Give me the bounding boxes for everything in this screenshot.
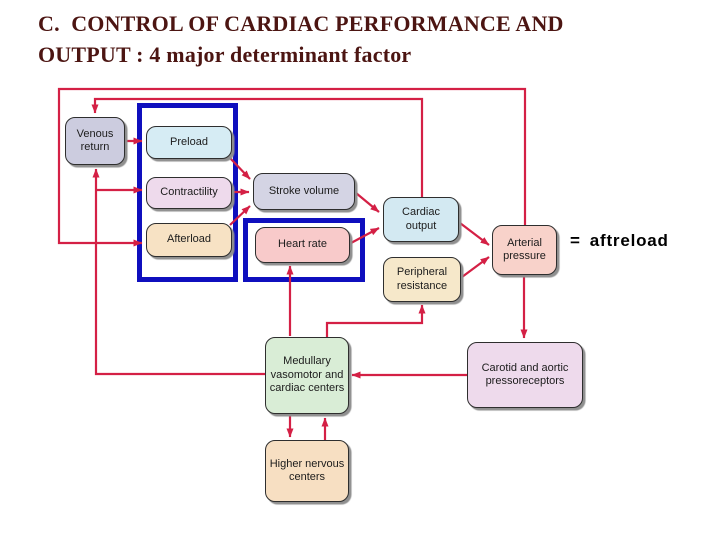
annotation-label: aftreload	[589, 231, 669, 250]
node-peripheral-resistance: Peripheral resistance	[383, 257, 461, 302]
node-higher-nervous-centers: Higher nervous centers	[265, 440, 349, 502]
slide-title: C. CONTROL OF CARDIAC PERFORMANCE AND OU…	[38, 8, 678, 70]
node-stroke-volume: Stroke volume	[253, 173, 355, 210]
node-medullary-centers: Medullary vasomotor and cardiac centers	[265, 337, 349, 414]
node-heart-rate: Heart rate	[255, 227, 350, 263]
slide-title-line-1: C. CONTROL OF CARDIAC PERFORMANCE AND	[38, 11, 564, 36]
node-cardiac-output: Cardiac output	[383, 197, 459, 242]
node-preload: Preload	[146, 126, 232, 159]
node-arterial-pressure: Arterial pressure	[492, 225, 557, 275]
afterload-annotation: = aftreload	[570, 231, 669, 251]
heart-rate-group-frame	[243, 218, 365, 282]
node-venous-return: Venous return	[65, 117, 125, 165]
node-carotid-pressoreceptors: Carotid and aortic pressoreceptors	[467, 342, 583, 408]
slide-title-line-2: OUTPUT : 4 major determinant factor	[38, 42, 412, 67]
node-contractility: Contractility	[146, 177, 232, 209]
node-afterload: Afterload	[146, 223, 232, 257]
equals-sign: =	[570, 231, 581, 250]
